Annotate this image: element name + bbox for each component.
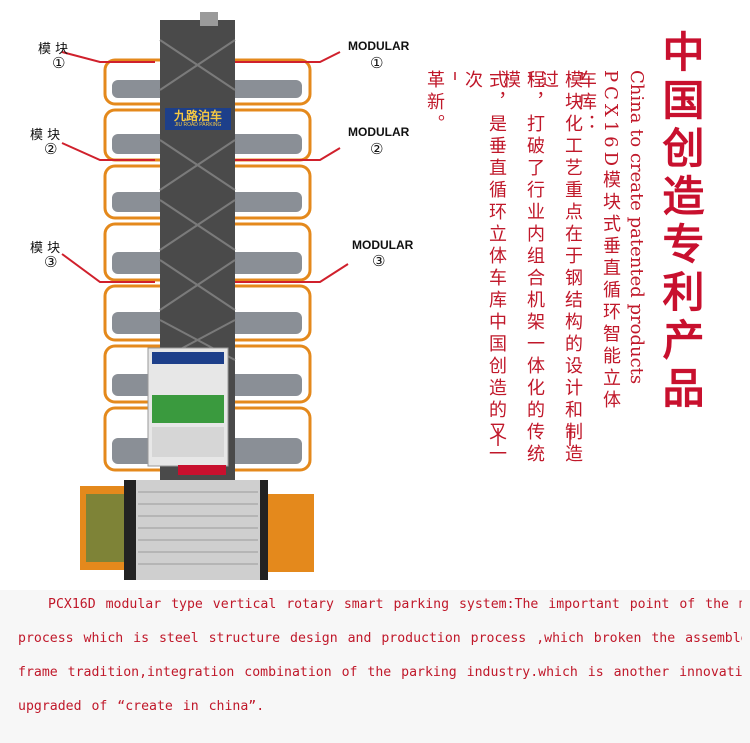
headline-vertical: 中国创造专利产品 bbox=[656, 30, 705, 414]
description-column-1: PCX16D模块式垂直循环智能立体车库： bbox=[576, 70, 621, 413]
left-module-label-1: 模 块 bbox=[38, 42, 69, 57]
headline-english-vertical: China to create patented products bbox=[626, 70, 647, 385]
left-module-number-1: ① bbox=[52, 54, 66, 72]
description-line-4: upgraded of “create in china”. bbox=[18, 699, 265, 714]
description-column-2: 模块化工艺重点在于钢结构的设计和制造过 bbox=[538, 70, 583, 466]
left-module-number-3: ③ bbox=[44, 253, 58, 271]
right-module-label-2: MODULAR bbox=[348, 125, 410, 139]
tower-sign-title: 九路泊车 bbox=[173, 109, 222, 123]
tower-sign-subtitle: JIU ROAD PARKING bbox=[174, 122, 222, 128]
left-module-label-2: 模 块 bbox=[30, 128, 61, 143]
tower-sign: 九路泊车 bbox=[166, 110, 230, 122]
right-module-number-3: ③ bbox=[372, 252, 386, 270]
right-module-label-1: MODULAR bbox=[348, 39, 410, 53]
description-line-2: process which is steel structure design … bbox=[18, 631, 742, 646]
description-line-1: PCX16D modular type vertical rotary smar… bbox=[48, 597, 742, 612]
right-module-label-3: MODULAR bbox=[352, 238, 414, 252]
description-column-4: 式，是垂直循环立体车库中国创造的又一次 bbox=[462, 70, 507, 466]
right-module-number-1: ① bbox=[370, 54, 384, 72]
description-line-3: frame tradition,integration combination … bbox=[18, 665, 742, 680]
description-column-3: 程，打破了行业内组合机架一体化的传统模 bbox=[500, 70, 545, 466]
description-column-5: 革新。 bbox=[424, 70, 445, 136]
left-module-label-3: 模 块 bbox=[30, 241, 61, 256]
english-description: PCX16D modular type vertical rotary smar… bbox=[18, 588, 742, 724]
right-module-number-2: ② bbox=[370, 140, 384, 158]
left-module-number-2: ② bbox=[44, 140, 58, 158]
